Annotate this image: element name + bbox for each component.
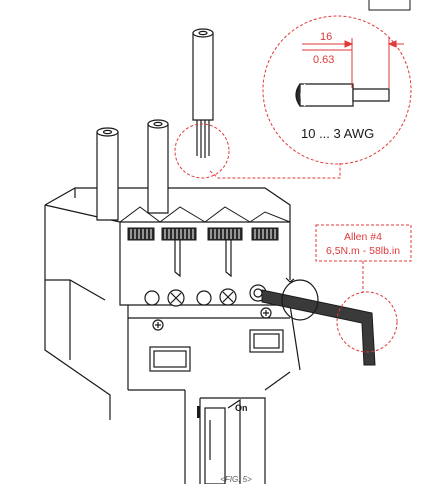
status-windows: [149, 329, 284, 372]
breaker-body: [44, 187, 301, 484]
callout-wire-zoom: [174, 15, 412, 179]
wire-left: [96, 127, 119, 221]
torque-tool-label: Allen #4: [344, 231, 382, 243]
allen-key-icon: [261, 277, 376, 366]
dimension-mm-label: 16: [320, 31, 332, 43]
switch-on-label: On: [235, 403, 248, 413]
wire-stripped: [192, 28, 214, 158]
figure-caption: <FIG. 5>: [220, 475, 252, 484]
off-indicator: [197, 406, 200, 418]
dimension-inch-label: 0.63: [313, 54, 334, 66]
dimension-marker: [302, 38, 404, 88]
terminal-cells: [119, 206, 291, 241]
page-corner-frame: [368, 0, 411, 11]
screw-terminal-icon: [170, 288, 263, 304]
grille-slots: [130, 229, 276, 239]
switch-handle: [204, 398, 241, 484]
torque-value-label: 6,5N.m - 58lb.in: [326, 245, 400, 257]
screw-terminal-row: [144, 284, 267, 307]
mounting-screws: [152, 307, 272, 331]
wire-gauge-label: 10 ... 3 AWG: [301, 126, 374, 141]
wire-middle: [147, 119, 169, 214]
callout-torque: [315, 224, 412, 353]
terminal-dividers: [174, 240, 232, 278]
wire-strip-icon: [295, 83, 390, 107]
